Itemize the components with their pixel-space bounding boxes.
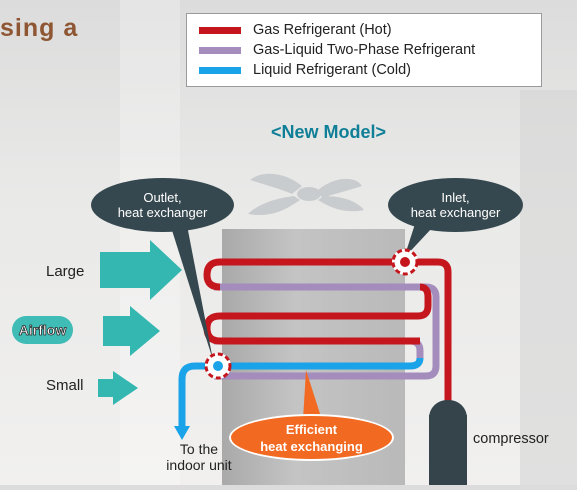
compressor-icon [429, 400, 467, 485]
efficient-line-1: Efficient [285, 421, 338, 437]
indoor-arrow-icon [174, 426, 190, 440]
outlet-callout-text: Outlet, heat exchanger [117, 190, 208, 220]
outlet-pointer [170, 220, 213, 360]
hot-gas-pipe [203, 258, 452, 406]
airflow-label: Airflow [12, 316, 73, 344]
indoor-unit-label: To the indoor unit [166, 441, 232, 473]
inlet-callout-text: Inlet, heat exchanger [410, 190, 501, 220]
airflow-label-text: Airflow [18, 322, 67, 339]
inlet-callout: Inlet, heat exchanger [388, 178, 523, 232]
legend-label-two-phase: Gas-Liquid Two-Phase Refrigerant [253, 42, 476, 58]
inlet-pointer [404, 224, 432, 258]
legend-label-cold: Liquid Refrigerant (Cold) [253, 62, 411, 78]
headline-fragment: sing a [0, 14, 79, 42]
efficient-pointer [303, 370, 322, 420]
inlet-marker-icon [391, 248, 419, 276]
legend: Gas Refrigerant (Hot) Gas-Liquid Two-Pha… [186, 13, 542, 87]
legend-item-cold: Liquid Refrigerant (Cold) [199, 60, 411, 80]
legend-item-two-phase: Gas-Liquid Two-Phase Refrigerant [199, 40, 475, 60]
legend-item-hot: Gas Refrigerant (Hot) [199, 20, 392, 40]
airflow-arrow-large [100, 240, 182, 300]
two-phase-swatch [199, 46, 241, 54]
airflow-arrow-medium [103, 306, 160, 356]
hot-swatch [199, 26, 241, 34]
cold-liquid-pipe [178, 357, 424, 428]
airflow-arrows [98, 240, 182, 405]
model-title: <New Model> [270, 122, 387, 142]
outlet-callout: Outlet, heat exchanger [91, 178, 234, 232]
fan-icon [248, 173, 364, 216]
airflow-arrow-small [98, 371, 138, 405]
compressor-label: compressor [473, 431, 549, 447]
outlet-marker-icon [204, 352, 232, 380]
airflow-large-label: Large [46, 263, 85, 280]
efficient-line-2: heat exchanging [260, 438, 363, 454]
legend-label-hot: Gas Refrigerant (Hot) [253, 22, 392, 38]
airflow-small-label: Small [46, 377, 84, 394]
cold-swatch [199, 66, 241, 74]
efficient-heat-exchange-badge: Efficient heat exchanging [229, 414, 394, 461]
